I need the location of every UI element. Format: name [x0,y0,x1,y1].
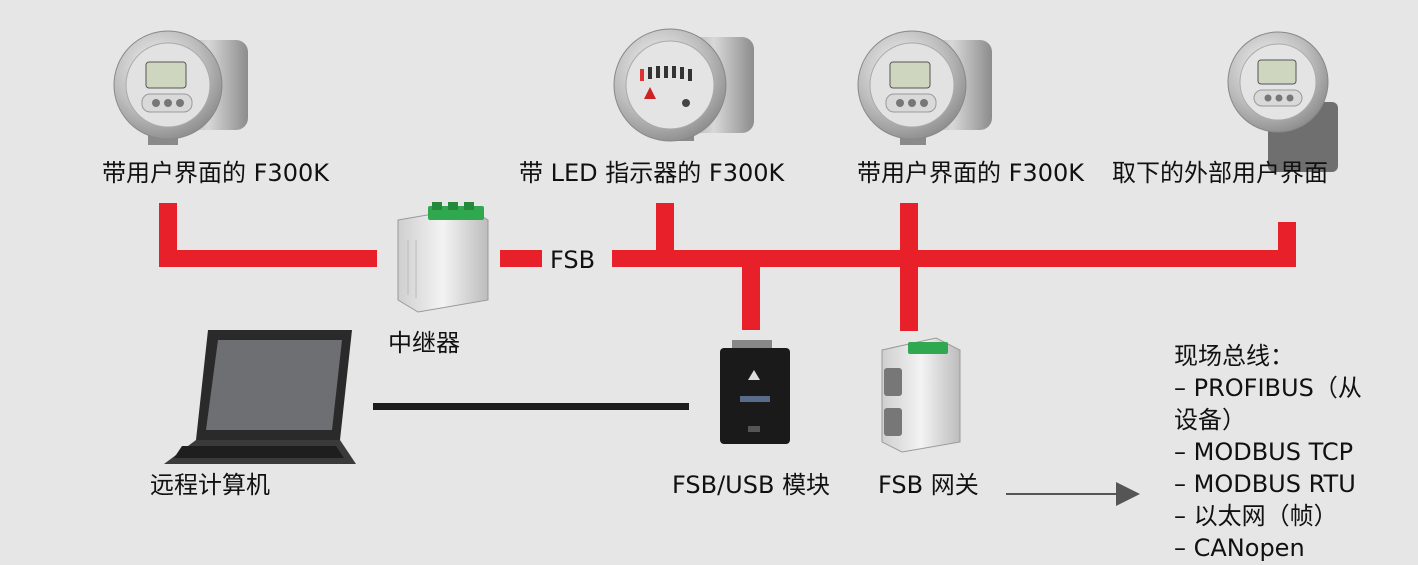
fsb-usb-module-device [720,340,790,444]
external-ui-label: 取下的外部用户界面 [1112,159,1328,187]
bus-drop-usb-module [742,258,760,330]
fieldbus-item: 设备） [1174,406,1246,434]
external-ui-device [1227,31,1338,172]
f300k-ui-device-1 [113,30,248,145]
remote-pc-label: 远程计算机 [150,471,270,499]
fieldbus-item: – MODBUS TCP [1174,438,1354,466]
fieldbus-item: – CANopen [1174,534,1305,562]
laptop-icon [164,330,356,464]
fieldbus-list: 现场总线： – PROFIBUS（从 设备） – MODBUS TCP – MO… [1174,340,1414,564]
gateway-label: FSB 网关 [878,471,979,499]
bus-segment-right [612,250,1292,267]
fieldbus-item: – 以太网（帧） [1174,502,1338,530]
fieldbus-item: – MODBUS RTU [1174,470,1356,498]
repeater-label: 中继器 [388,329,460,357]
fieldbus-title: 现场总线： [1174,342,1294,370]
f300k-led-device [613,28,754,142]
usb-module-label: FSB/USB 模块 [672,471,831,499]
lcd-display-icon [1257,59,1297,85]
bus-segment-mid [500,250,542,267]
bus-drop-f300k-2 [900,203,918,331]
bus-drop-f300k-led [656,203,674,263]
fieldbus-item: – PROFIBUS（从 [1174,374,1362,402]
bus-drop-external-ui [1278,222,1296,267]
lcd-display-icon [889,61,931,89]
pc-usb-link [373,403,689,410]
f300k-ui-1-label: 带用户界面的 F300K [102,159,329,187]
fsb-bus-label: FSB [550,246,596,274]
led-indicator-icon [640,66,692,99]
fsb-gateway-device [881,337,961,453]
fsb-bus [159,203,1296,331]
f300k-led-label: 带 LED 指示器的 F300K [519,159,785,187]
f300k-ui-device-2 [857,30,992,145]
lcd-display-icon [145,61,187,89]
f300k-ui-2-label: 带用户界面的 F300K [857,159,1084,187]
repeater-device [397,202,489,313]
bus-segment-left [159,250,377,267]
